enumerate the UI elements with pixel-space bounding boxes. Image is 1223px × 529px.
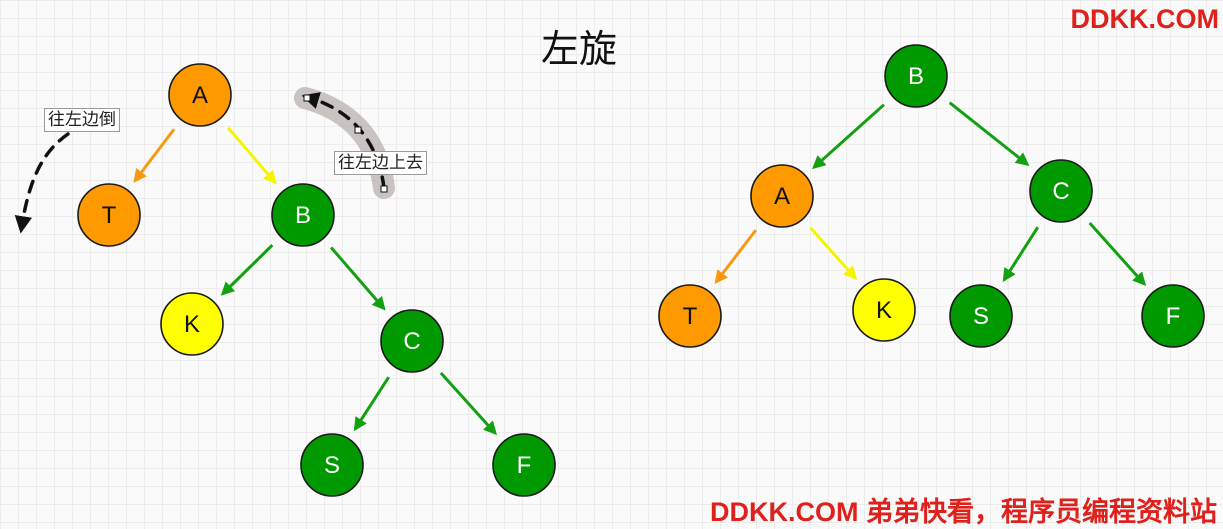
node-circle — [949, 284, 1013, 348]
move-up-left-annotation: 往左边上去 — [334, 151, 427, 175]
node-circle — [852, 278, 916, 342]
node-circle — [492, 433, 556, 497]
before-node-c: C — [380, 309, 444, 373]
node-circle — [380, 309, 444, 373]
node-circle — [884, 44, 948, 108]
before-edge-b-c — [329, 246, 386, 311]
node-circle — [300, 433, 364, 497]
watermark-top: DDKK.COM — [1070, 4, 1220, 34]
before-node-s: S — [300, 433, 364, 497]
after-edge-b-c — [948, 101, 1030, 166]
node-label: F — [517, 452, 532, 479]
after-node-b: B — [884, 44, 948, 108]
node-label: K — [184, 311, 200, 338]
node-circle — [168, 63, 232, 127]
page-title: 左旋 — [541, 27, 618, 71]
before-edge-c-s — [353, 376, 390, 432]
node-circle — [1141, 284, 1205, 348]
after-node-f: F — [1141, 284, 1205, 348]
before-node-f: F — [492, 433, 556, 497]
node-circle — [750, 164, 814, 228]
watermark-bottom: DDKK.COM 弟弟快看，程序员编程资料站 — [710, 497, 1217, 527]
before-node-b: B — [271, 183, 335, 247]
after-node-t: T — [658, 284, 722, 348]
selection-handle[interactable] — [354, 126, 362, 134]
node-circle — [160, 292, 224, 356]
after-edge-a-t — [714, 229, 758, 285]
before-edge-c-f — [439, 371, 497, 436]
node-circle — [77, 183, 141, 247]
node-label: T — [683, 303, 698, 330]
node-label: A — [192, 82, 208, 109]
node-label: B — [295, 202, 311, 229]
before-node-k: K — [160, 292, 224, 356]
node-label: C — [403, 328, 420, 355]
after-edge-b-a — [812, 103, 885, 170]
after-node-a: A — [750, 164, 814, 228]
after-node-s: S — [949, 284, 1013, 348]
before-edge-b-k — [220, 244, 274, 296]
node-label: T — [102, 202, 117, 229]
before-node-a: A — [168, 63, 232, 127]
before-node-t: T — [77, 183, 141, 247]
fall-left-annotation: 往左边倒 — [44, 108, 120, 132]
node-label: S — [973, 303, 989, 330]
after-node-k: K — [852, 278, 916, 342]
node-label: B — [908, 63, 924, 90]
node-circle — [271, 183, 335, 247]
node-circle — [1029, 159, 1093, 223]
node-circle — [658, 284, 722, 348]
fall-left-curve-arrow — [14, 132, 70, 234]
before-edge-a-t — [133, 128, 176, 183]
node-label: K — [876, 297, 892, 324]
before-edge-a-b — [226, 126, 277, 185]
after-edge-a-k — [809, 227, 858, 280]
after-node-c: C — [1029, 159, 1093, 223]
after-edge-c-s — [1002, 226, 1040, 283]
node-label: C — [1052, 178, 1069, 205]
node-label: A — [774, 183, 790, 210]
selection-handle[interactable] — [380, 185, 388, 193]
node-label: S — [324, 452, 340, 479]
selection-handle[interactable] — [303, 94, 311, 102]
node-label: F — [1166, 303, 1181, 330]
after-edge-c-f — [1088, 222, 1147, 286]
